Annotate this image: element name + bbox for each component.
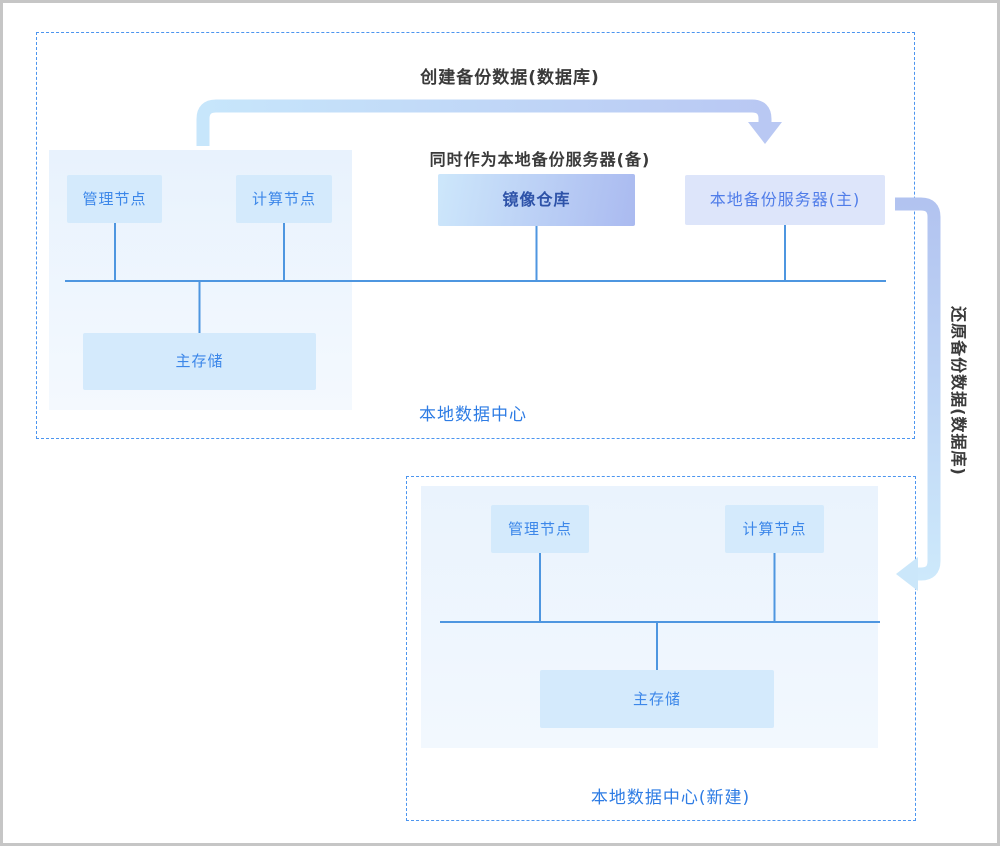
dc1-management-node: 管理节点: [67, 175, 162, 223]
dc2-dashed-boundary: [406, 476, 916, 821]
dc1-label: 本地数据中心: [419, 405, 527, 425]
create-backup-caption: 创建备份数据(数据库): [420, 68, 600, 88]
dc1-primary-storage-node: 主存储: [83, 333, 316, 390]
restore-backup-caption: 还原备份数据(数据库): [949, 306, 968, 476]
dc1-compute-node: 计算节点: [236, 175, 332, 223]
image-registry-node: 镜像仓库: [438, 174, 635, 226]
local-backup-server-primary-node: 本地备份服务器(主): [685, 175, 885, 225]
dc2-management-node: 管理节点: [491, 505, 589, 553]
dc2-label: 本地数据中心(新建): [590, 788, 751, 808]
mirror-standby-caption: 同时作为本地备份服务器(备): [429, 150, 651, 169]
dc2-compute-node: 计算节点: [725, 505, 824, 553]
dc2-primary-storage-node: 主存储: [540, 670, 774, 728]
